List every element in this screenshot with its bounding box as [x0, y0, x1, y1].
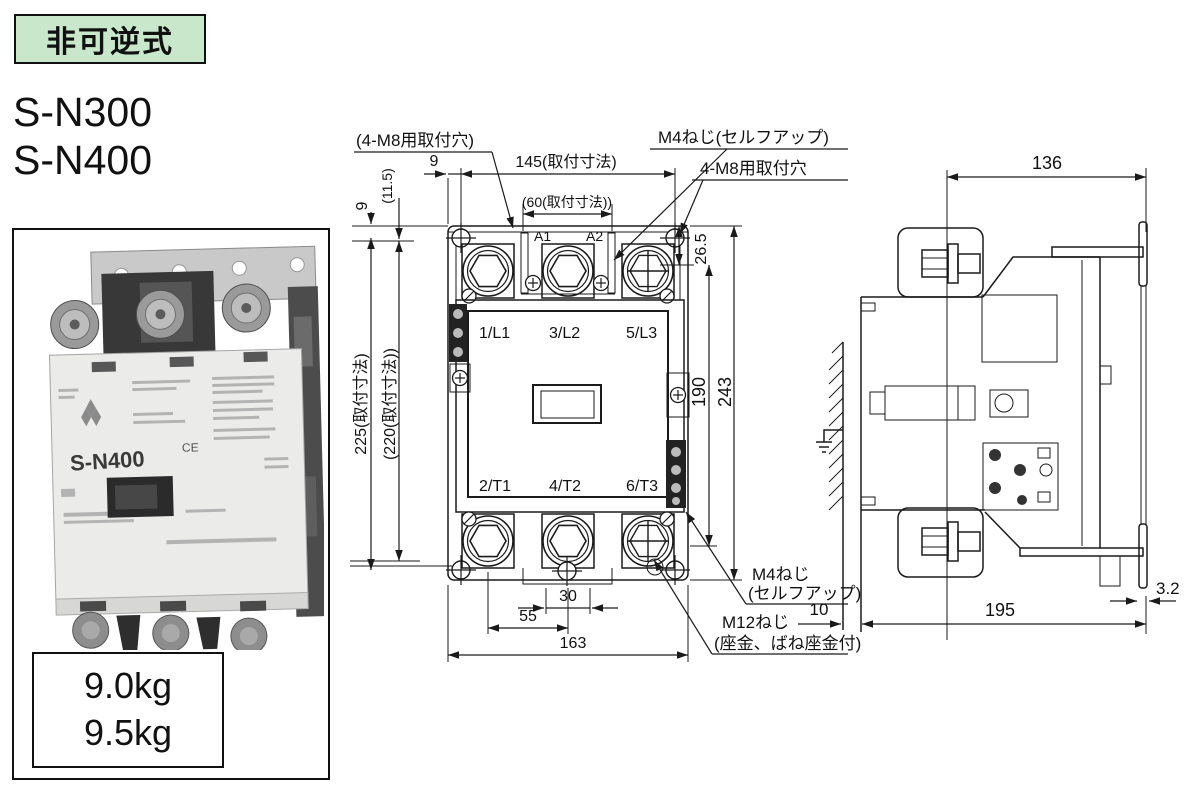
weight-n400: 9.5kg	[83, 712, 173, 753]
coil-block	[981, 294, 1058, 363]
product-photo-frame: S-N400 CE	[12, 228, 330, 780]
callout-aux-screw-line2: (セルフアップ)	[748, 584, 861, 603]
dim-136: 136	[1032, 153, 1062, 173]
front-dims-bottom: 30 55 163	[447, 572, 689, 662]
dim-225: 225(取付寸法)	[352, 353, 370, 454]
body-vent	[169, 356, 194, 368]
photo-bottom-terminals	[72, 611, 268, 650]
terminal-label-a1: A1	[534, 228, 551, 244]
dim-145: 145(取付寸法)	[515, 153, 616, 171]
terminal-label-4t2: 4/T2	[549, 478, 581, 495]
product-photo: S-N400 CE	[48, 245, 324, 650]
nameplate-window	[532, 384, 602, 424]
weight-box: 9.0kg 9.5kg	[32, 652, 224, 768]
dim-60: (60(取付寸法))	[522, 194, 612, 210]
bracket-hole	[289, 257, 305, 273]
callout-mount-hole-paren: (4-M8用取付穴)	[356, 131, 474, 150]
strip-slot	[159, 600, 187, 612]
strip-slot	[239, 600, 267, 612]
ground-wall	[816, 341, 844, 630]
model-names: S-N300 S-N400	[13, 88, 152, 184]
dim-26-5: 26.5	[693, 233, 710, 264]
bottom-arm-plate	[1019, 547, 1144, 557]
callout-coil-screw: M4ねじ(セルフアップ)	[658, 128, 829, 147]
terminal-fin	[196, 616, 221, 650]
front-dims-left: 9 (11.5) 225(取付寸法) (220(取付寸法))	[350, 168, 452, 570]
mitsubishi-logo	[81, 399, 102, 427]
armature-clip	[884, 385, 976, 421]
front-callouts: (4-M8用取付穴) M4ねじ(セルフアップ) 4-M8用取付穴 M4ねじ (セ…	[354, 128, 861, 655]
photo-ce-mark: CE	[182, 440, 199, 454]
top-terminal-side	[897, 227, 984, 298]
dim-190: 190	[689, 377, 709, 407]
terminal-label-a2: A2	[586, 228, 603, 244]
side-view: 136 195 10 3.2	[798, 153, 1180, 640]
dim-9-top: 9	[430, 153, 439, 170]
callout-aux-screw-line1: M4ねじ	[752, 565, 810, 584]
coil-screw-a2	[592, 274, 610, 292]
dim-3-2: 3.2	[1156, 579, 1180, 598]
contactor-body	[455, 299, 685, 513]
terminal-label-6t3: 6/T3	[626, 478, 658, 495]
callout-mount-hole: 4-M8用取付穴	[700, 159, 807, 178]
terminal-bolt	[542, 245, 594, 297]
terminal-label-5l3: 5/L3	[626, 325, 657, 342]
earth-symbol	[816, 429, 843, 453]
dim-55: 55	[519, 608, 537, 625]
bottom-terminal-side	[897, 507, 984, 578]
front-panel	[467, 310, 669, 498]
photo-top-terminals	[50, 283, 271, 350]
back-plate	[1138, 221, 1148, 589]
dim-195: 195	[985, 600, 1015, 620]
type-badge: 非可逆式	[14, 14, 206, 64]
dim-9-left: 9	[354, 201, 371, 210]
side-body	[860, 246, 1144, 632]
aux-contact-block	[982, 442, 1059, 511]
aux-terminal-strip-right	[666, 372, 690, 508]
dim-10: 10	[810, 600, 829, 619]
terminal-label-2t1: 2/T1	[479, 478, 511, 495]
dim-243: 243	[715, 377, 735, 407]
din-tab	[1099, 365, 1112, 385]
terminal-label-1l1: 1/L1	[479, 325, 510, 342]
front-dims-top: 9 145(取付寸法) (60(取付寸法))	[424, 153, 676, 231]
callout-main-screw-line1: M12ねじ	[722, 613, 789, 632]
callout-main-screw-line2: (座金、ばね座金付)	[714, 634, 861, 653]
dim-11-5: (11.5)	[379, 168, 395, 204]
aux-terminal-strip-left	[449, 304, 471, 393]
weight-n300: 9.0kg	[83, 665, 173, 707]
side-indicator	[994, 393, 1014, 413]
bracket-hole	[231, 260, 247, 276]
body-vent	[243, 351, 268, 363]
front-dims-right: 26.5 190 243	[660, 225, 742, 581]
coil-terminal-bracket	[520, 232, 616, 295]
terminal-fin	[116, 614, 141, 650]
coil-screw-a1	[524, 274, 542, 292]
strip-slot	[79, 600, 107, 612]
dim-163: 163	[560, 635, 587, 652]
top-arm-plate	[1051, 246, 1144, 258]
photo-window-inner	[114, 484, 158, 510]
line-terminal-row	[461, 243, 675, 304]
body-vent	[91, 361, 116, 373]
side-dims: 136 195 10 3.2	[798, 153, 1180, 634]
load-terminal-row	[461, 511, 675, 587]
terminal-bolt	[542, 515, 594, 567]
dim-30: 30	[559, 588, 577, 605]
nameplate-window-inner	[540, 390, 595, 419]
dim-220: (220(取付寸法))	[381, 348, 399, 460]
photo-model-label: S-N400	[69, 446, 145, 476]
terminal-label-3l2: 3/L2	[549, 325, 580, 342]
model-name-1: S-N300	[13, 89, 153, 135]
model-name-2: S-N400	[13, 137, 153, 183]
front-view: A1 A2 1/L1 3/L2 5/L3 2/T1 4/T2 6/T3	[350, 128, 861, 662]
